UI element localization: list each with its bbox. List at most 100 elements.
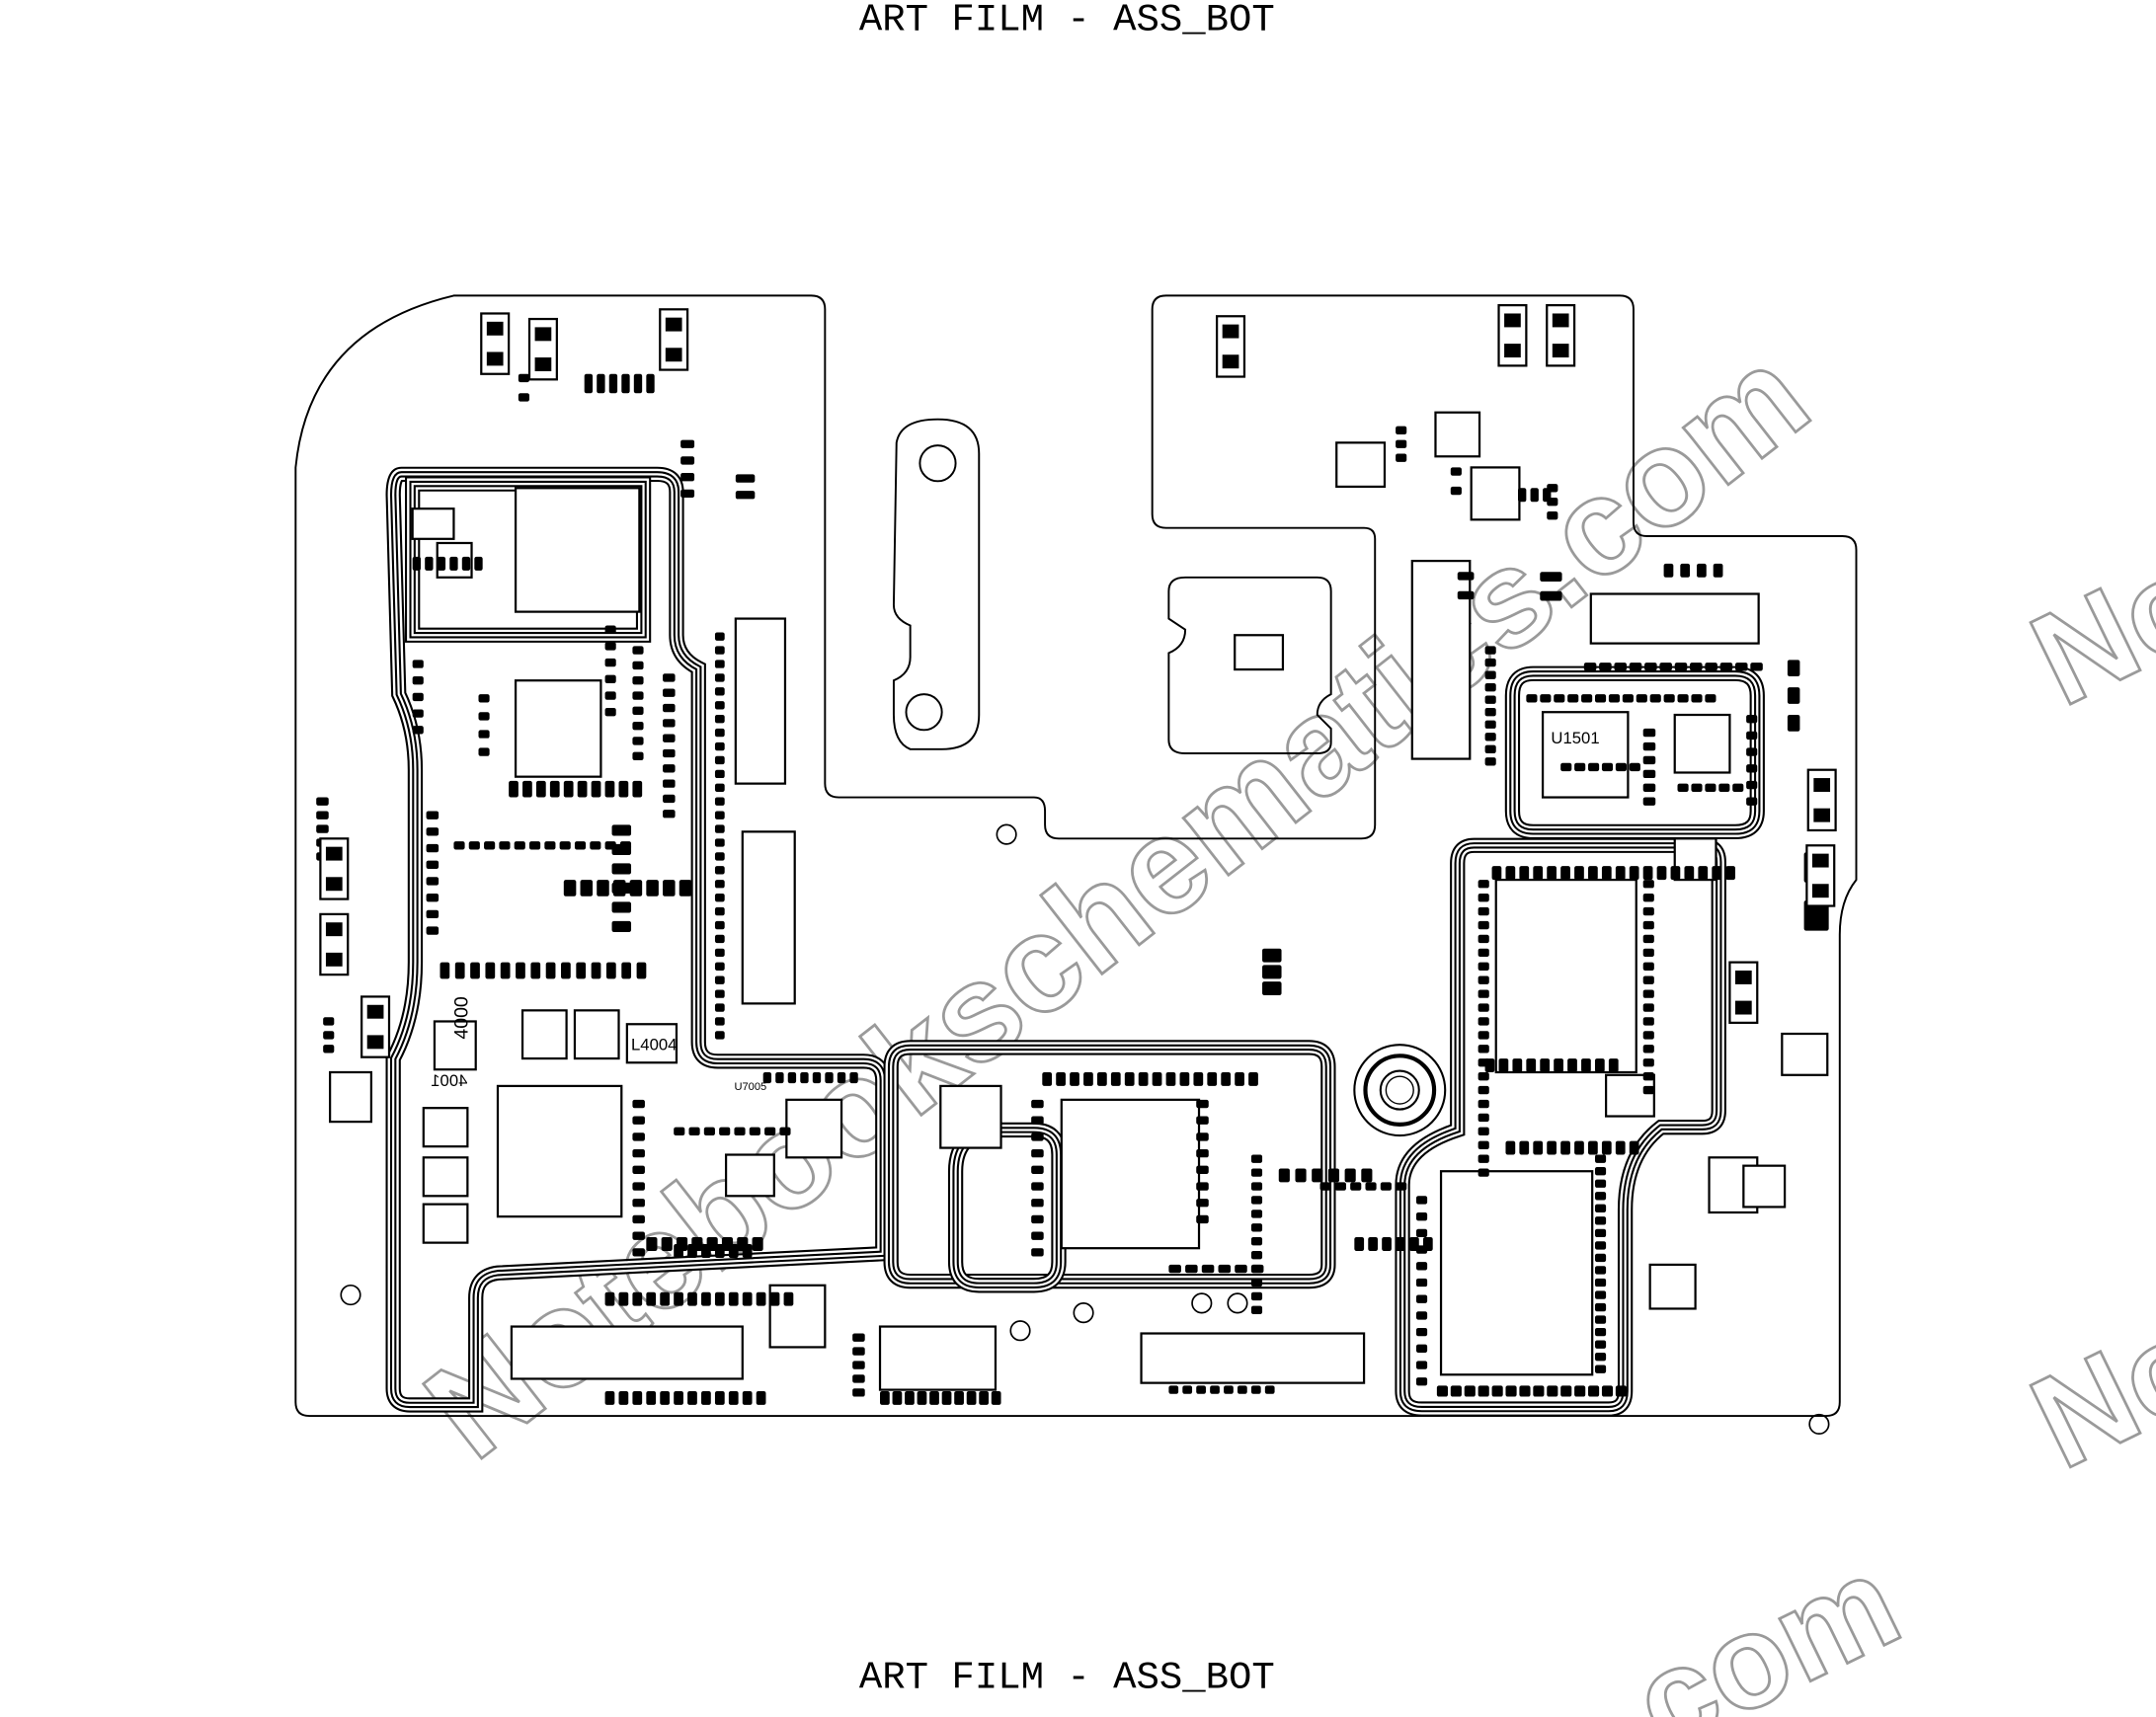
smd-component xyxy=(1601,1385,1614,1397)
smd-component xyxy=(1713,563,1723,578)
smd-component xyxy=(1519,866,1530,881)
watermark-partial: No xyxy=(2011,1288,2156,1497)
smd-component xyxy=(735,474,756,483)
smd-component xyxy=(597,880,609,897)
smd-component xyxy=(646,373,655,394)
smd-component xyxy=(1477,1154,1489,1163)
smd-component xyxy=(426,827,439,836)
smd-component xyxy=(1540,1058,1551,1072)
smd-component xyxy=(1491,866,1502,881)
smd-component xyxy=(474,556,483,571)
smd-component xyxy=(632,691,644,700)
smd-component xyxy=(478,730,490,739)
smd-component xyxy=(714,906,725,916)
smd-component xyxy=(1594,1340,1607,1349)
smd-component xyxy=(1477,1071,1489,1081)
ic-package xyxy=(1234,634,1285,671)
smd-component xyxy=(426,860,439,869)
smd-component xyxy=(714,755,725,765)
smd-component xyxy=(632,1231,645,1240)
smd-component xyxy=(1594,1216,1607,1225)
smd-component xyxy=(714,838,725,847)
ic-package xyxy=(734,617,787,785)
connector-pin xyxy=(486,351,504,366)
ic-package xyxy=(785,1098,843,1159)
smd-component xyxy=(530,962,541,979)
smd-component xyxy=(1295,1168,1307,1183)
smd-component xyxy=(749,1127,760,1136)
smd-component xyxy=(1519,1140,1530,1155)
smd-component xyxy=(646,1237,658,1251)
smd-component xyxy=(1594,1278,1607,1288)
smd-component xyxy=(674,1390,683,1405)
smd-component xyxy=(660,1390,671,1405)
connector-pin xyxy=(665,348,682,362)
smd-component xyxy=(636,962,647,979)
smd-component xyxy=(1250,1154,1263,1163)
smd-component xyxy=(1415,1361,1428,1369)
smd-component xyxy=(1196,1099,1209,1109)
smd-component xyxy=(1361,1168,1373,1183)
smd-component xyxy=(618,780,629,798)
smd-component xyxy=(783,1291,794,1306)
smd-component xyxy=(1594,1266,1607,1275)
smd-component xyxy=(1696,563,1707,578)
smd-component xyxy=(516,962,525,979)
ic-package xyxy=(878,1325,998,1391)
connector-pin xyxy=(1734,1000,1752,1015)
smd-component xyxy=(1547,510,1558,520)
smd-component xyxy=(1642,976,1654,984)
smd-component xyxy=(412,660,424,668)
connector-pin xyxy=(366,1004,384,1019)
smd-component xyxy=(756,1291,766,1306)
smd-component xyxy=(735,491,756,500)
smd-component xyxy=(1533,866,1544,881)
smd-component xyxy=(1196,1132,1209,1141)
smd-component xyxy=(1207,1071,1218,1086)
smd-component xyxy=(1477,934,1489,944)
ic-package xyxy=(411,507,455,540)
smd-component xyxy=(1642,797,1656,806)
smd-component xyxy=(1250,1196,1263,1205)
smd-component xyxy=(604,1390,615,1405)
smd-component xyxy=(954,1390,964,1405)
smd-component xyxy=(597,373,605,394)
connector-pin xyxy=(1811,853,1829,868)
smd-component xyxy=(1642,880,1654,889)
screw-boss xyxy=(1353,1044,1447,1137)
connector-pin xyxy=(325,922,343,937)
ic-package xyxy=(1060,1098,1201,1250)
smd-component xyxy=(752,1237,763,1251)
smd-component xyxy=(734,1127,746,1136)
smd-component xyxy=(1642,1003,1654,1012)
smd-component xyxy=(812,1071,822,1084)
smd-component xyxy=(549,780,560,798)
smd-component xyxy=(1560,1385,1572,1397)
smd-component xyxy=(1235,1071,1244,1086)
smd-component xyxy=(680,456,695,465)
ic-package xyxy=(1434,411,1481,458)
smd-component xyxy=(1505,1385,1517,1397)
test-point xyxy=(1009,1320,1031,1342)
smd-component xyxy=(1196,1148,1209,1158)
smd-component xyxy=(1484,1058,1495,1072)
smd-component xyxy=(1698,866,1709,881)
smd-component xyxy=(605,962,616,979)
smd-component xyxy=(852,1333,865,1342)
smd-component xyxy=(632,737,644,745)
smd-component xyxy=(529,841,541,850)
smd-component xyxy=(518,373,530,383)
smd-component xyxy=(1601,866,1612,881)
smd-component xyxy=(674,1244,683,1258)
ic-package xyxy=(625,1023,679,1064)
ic-package xyxy=(1494,878,1637,1074)
smd-component xyxy=(604,642,616,651)
smd-component xyxy=(1196,1182,1209,1191)
ic-package xyxy=(1604,1073,1655,1118)
smd-component xyxy=(756,1390,766,1405)
smd-component xyxy=(1218,1264,1232,1274)
smd-component xyxy=(412,692,424,702)
test-point xyxy=(340,1284,361,1306)
smd-component xyxy=(1574,762,1586,772)
